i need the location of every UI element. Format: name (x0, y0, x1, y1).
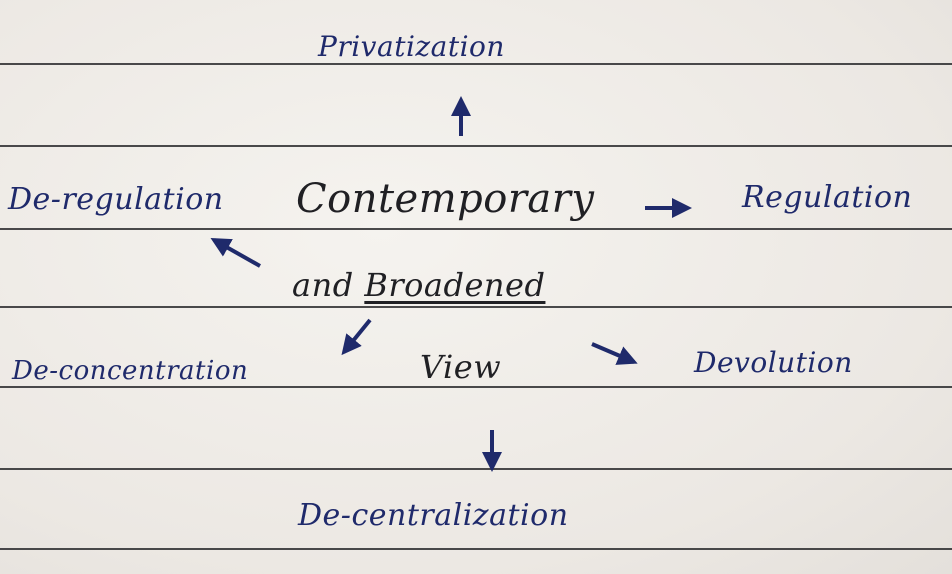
center-and-text: and (292, 266, 365, 304)
ruled-line (0, 306, 952, 308)
label-de-centralization: De-centralization (298, 498, 569, 533)
ruled-line (0, 145, 952, 147)
ruled-line (0, 63, 952, 65)
label-devolution: Devolution (694, 346, 853, 379)
center-line-view: View (420, 348, 502, 386)
ruled-line (0, 468, 952, 470)
ruled-line (0, 386, 952, 388)
label-regulation: Regulation (742, 180, 913, 215)
center-line-contemporary: Contemporary (296, 176, 595, 222)
label-de-regulation: De-regulation (8, 182, 224, 217)
ruled-line (0, 548, 952, 550)
ruled-line (0, 228, 952, 230)
arrow-left-down (341, 318, 372, 356)
label-privatization: Privatization (318, 30, 505, 63)
center-broadened-text: Broadened (364, 266, 546, 304)
arrow-left-up (210, 238, 261, 268)
label-de-concentration: De-concentration (12, 356, 249, 386)
arrow-right-down (591, 342, 638, 365)
center-line-broadened: and Broadened (292, 266, 545, 304)
